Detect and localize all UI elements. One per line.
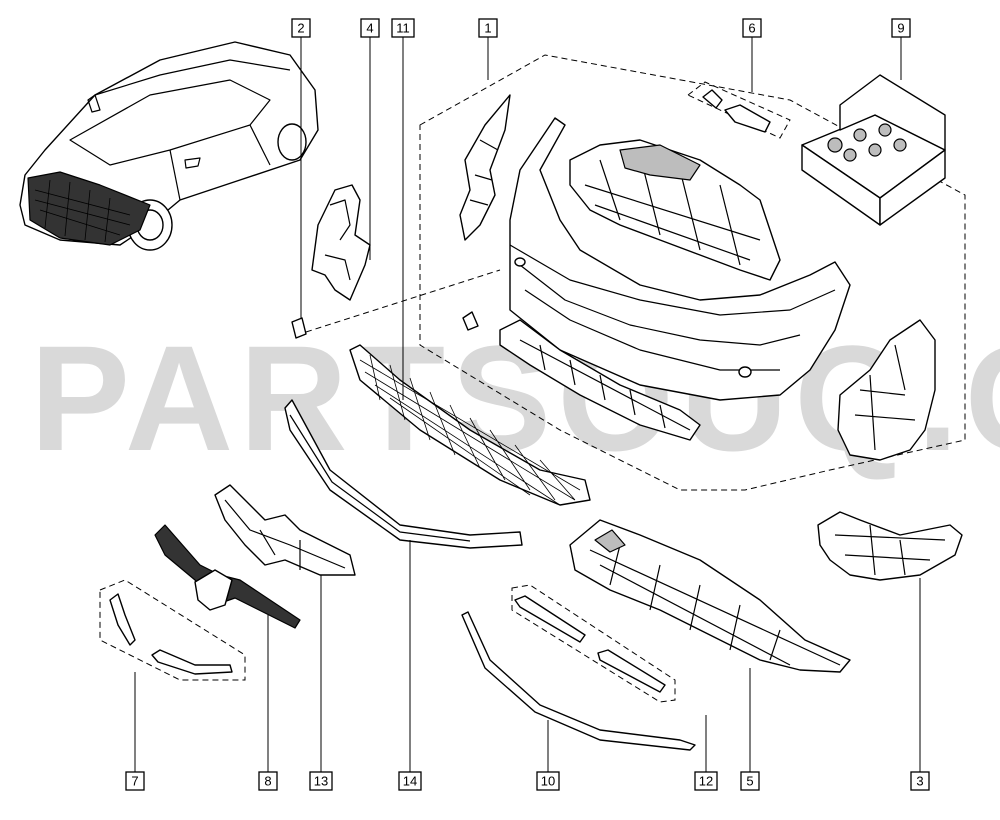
callout-7-label: 7 [131,774,138,789]
callout-8: 8 [258,771,278,791]
callout-10: 10 [536,771,560,791]
callout-5-label: 5 [746,774,753,789]
part-13-grille-frame [214,484,356,576]
callout-3: 3 [910,771,930,791]
callout-12: 12 [694,771,718,791]
part-1-upper-support [569,139,781,281]
callout-11-label: 11 [396,21,410,36]
callout-9-label: 9 [897,21,904,36]
callout-6-label: 6 [748,21,755,36]
callout-8-label: 8 [264,774,271,789]
part-8-radiator-grille [154,524,301,629]
callout-9: 9 [891,18,911,38]
callout-13: 13 [309,771,333,791]
car-overview-illustration [19,41,319,251]
part-9-fixing-kit-box [801,74,946,226]
callout-10-label: 10 [541,774,555,789]
part-7-trim-pieces [99,579,246,681]
leader-lines [134,37,921,772]
part-12-deflector-strips [511,584,676,703]
part-10-lower-lip-strip [461,611,696,751]
callout-7: 7 [125,771,145,791]
callout-4-label: 4 [366,21,373,36]
callout-1-label: 1 [484,21,491,36]
part-6-clips [687,81,791,139]
part-3-side-support [817,511,963,581]
part-14-upper-trim-strip [284,399,523,549]
callout-14: 14 [398,771,422,791]
part-1-right-side-bracket [837,319,936,461]
part-11-lower-grille-mesh [349,344,591,506]
callout-2-label: 2 [297,21,304,36]
callout-5: 5 [740,771,760,791]
callout-11: 11 [391,18,415,38]
callout-14-label: 14 [403,774,417,789]
part-1-lower-beam [462,311,701,441]
callout-13-label: 13 [314,774,328,789]
callout-3-label: 3 [916,774,923,789]
callout-1: 1 [478,18,498,38]
callout-12-label: 12 [699,774,713,789]
part-1-front-bumper [509,117,851,401]
callout-4: 4 [360,18,380,38]
part-4-bracket [311,184,371,301]
callout-6: 6 [742,18,762,38]
part-5-lower-engine-shield [569,519,851,673]
bumper-assembly-outline [419,54,966,491]
callout-2: 2 [291,18,311,38]
part-1-left-side-bracket [459,94,511,241]
